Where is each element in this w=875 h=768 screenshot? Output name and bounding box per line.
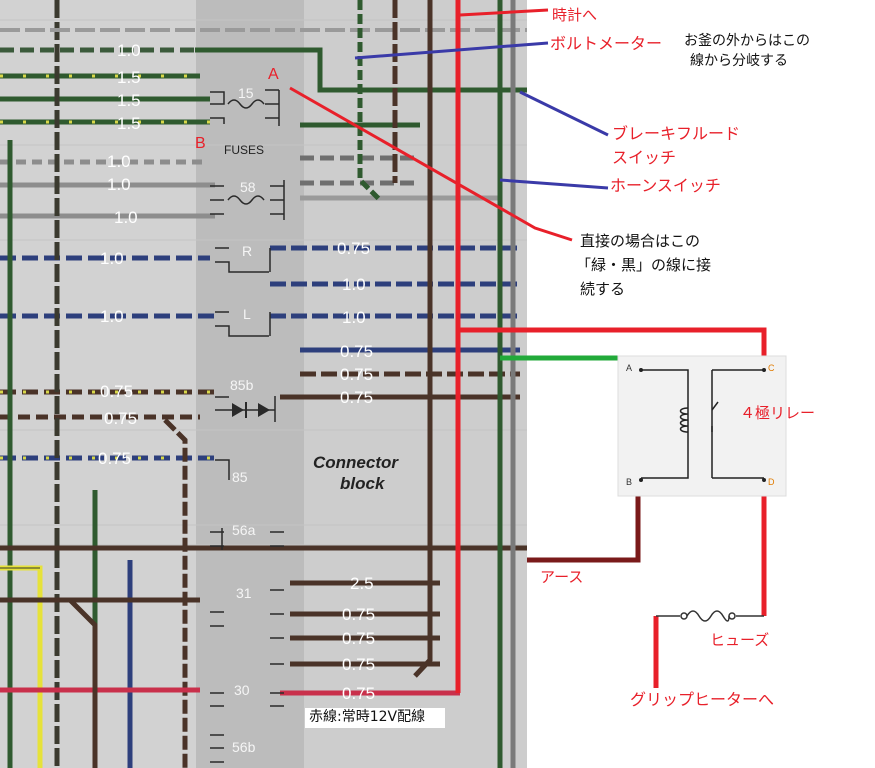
wire-label: 1.5 [117, 68, 141, 87]
clock-pointer [459, 8, 549, 17]
relay-pin-b: B [626, 477, 633, 487]
relay-b-wire [527, 480, 641, 563]
wire-label: 0.75 [342, 605, 376, 624]
wire-label: 1.0 [107, 152, 131, 171]
relay-c-wire [458, 327, 767, 368]
wire-label: 0.75 [340, 388, 374, 407]
point-a-label: A [268, 66, 279, 83]
terminal-56b-label: 56b [232, 739, 256, 755]
wire-label: 0.75 [337, 239, 371, 258]
horn-switch-pointer [499, 178, 609, 190]
fuse-annotation: ヒューズ [710, 631, 770, 649]
red-line-note: 赤線:常時12V配線 [309, 709, 426, 725]
point-b-label: B [195, 135, 206, 152]
wire-label: 0.75 [98, 449, 132, 468]
relay-pin-c: C [768, 363, 775, 373]
terminal-85b-label: 85b [230, 377, 254, 393]
wire-label: 2.5 [350, 574, 374, 593]
wire-label: 1.5 [117, 114, 141, 133]
wire-label: 0.75 [100, 382, 134, 401]
brake-switch-annotation: スイッチ [612, 148, 677, 167]
fuse-15-label: 15 [238, 85, 254, 101]
wire-label: 1.0 [117, 41, 141, 60]
fuses-caption: FUSES [224, 143, 265, 157]
relay-pin-a: A [626, 363, 633, 373]
wire-label: 1.0 [100, 307, 124, 326]
connector-block-panel [196, 0, 304, 768]
direct-note: 続する [580, 280, 626, 298]
relay-pin-d: D [768, 477, 775, 487]
voltmeter-note: 線から分岐する [690, 53, 788, 69]
wire-label: 1.0 [342, 308, 366, 327]
direct-note: 直接の場合はこの [580, 232, 701, 250]
direct-note-pointer [289, 86, 573, 242]
voltmeter-annotation: ボルトメーター [550, 34, 663, 53]
wire-label: 0.75 [342, 655, 376, 674]
relay-annotation: ４極リレー [740, 404, 816, 422]
grip-heater-annotation: グリップヒーターへ [630, 690, 775, 709]
red-line-note-box [305, 708, 445, 728]
voltmeter-note: お釜の外からはこの [684, 33, 810, 49]
terminal-56a-label: 56a [232, 522, 256, 538]
wire-label: 0.75 [340, 342, 374, 361]
wire-label: 1.0 [100, 249, 124, 268]
wire-label: 1.0 [342, 275, 366, 294]
wire-label: 0.75 [342, 629, 376, 648]
fuse-58-label: 58 [240, 179, 256, 195]
voltmeter-pointer [354, 41, 549, 60]
wire-label: 1.5 [117, 91, 141, 110]
terminal-85-label: 85 [232, 469, 248, 485]
earth-annotation: アース [540, 568, 584, 586]
wire-label: 0.75 [104, 409, 138, 428]
wire-label: 1.0 [107, 175, 131, 194]
direct-note: 「緑・黒」の線に接 [576, 256, 712, 274]
brake-switch-pointer [519, 90, 609, 137]
clock-annotation: 時計へ [552, 6, 598, 24]
relay-box [617, 355, 787, 497]
connector-block-label: Connector [313, 453, 398, 472]
wire-label: 0.75 [340, 365, 374, 384]
horn-switch-annotation: ホーンスイッチ [610, 176, 721, 195]
wire-label: 1.0 [114, 208, 138, 227]
terminal-31-label: 31 [236, 585, 252, 601]
terminal-l-label: L [243, 306, 251, 322]
connector-block-label: block [340, 474, 385, 493]
terminal-r-label: R [242, 243, 253, 259]
wire-label: 0.75 [342, 684, 376, 703]
terminal-30-label: 30 [234, 682, 250, 698]
brake-switch-annotation: ブレーキフルード [612, 124, 741, 143]
